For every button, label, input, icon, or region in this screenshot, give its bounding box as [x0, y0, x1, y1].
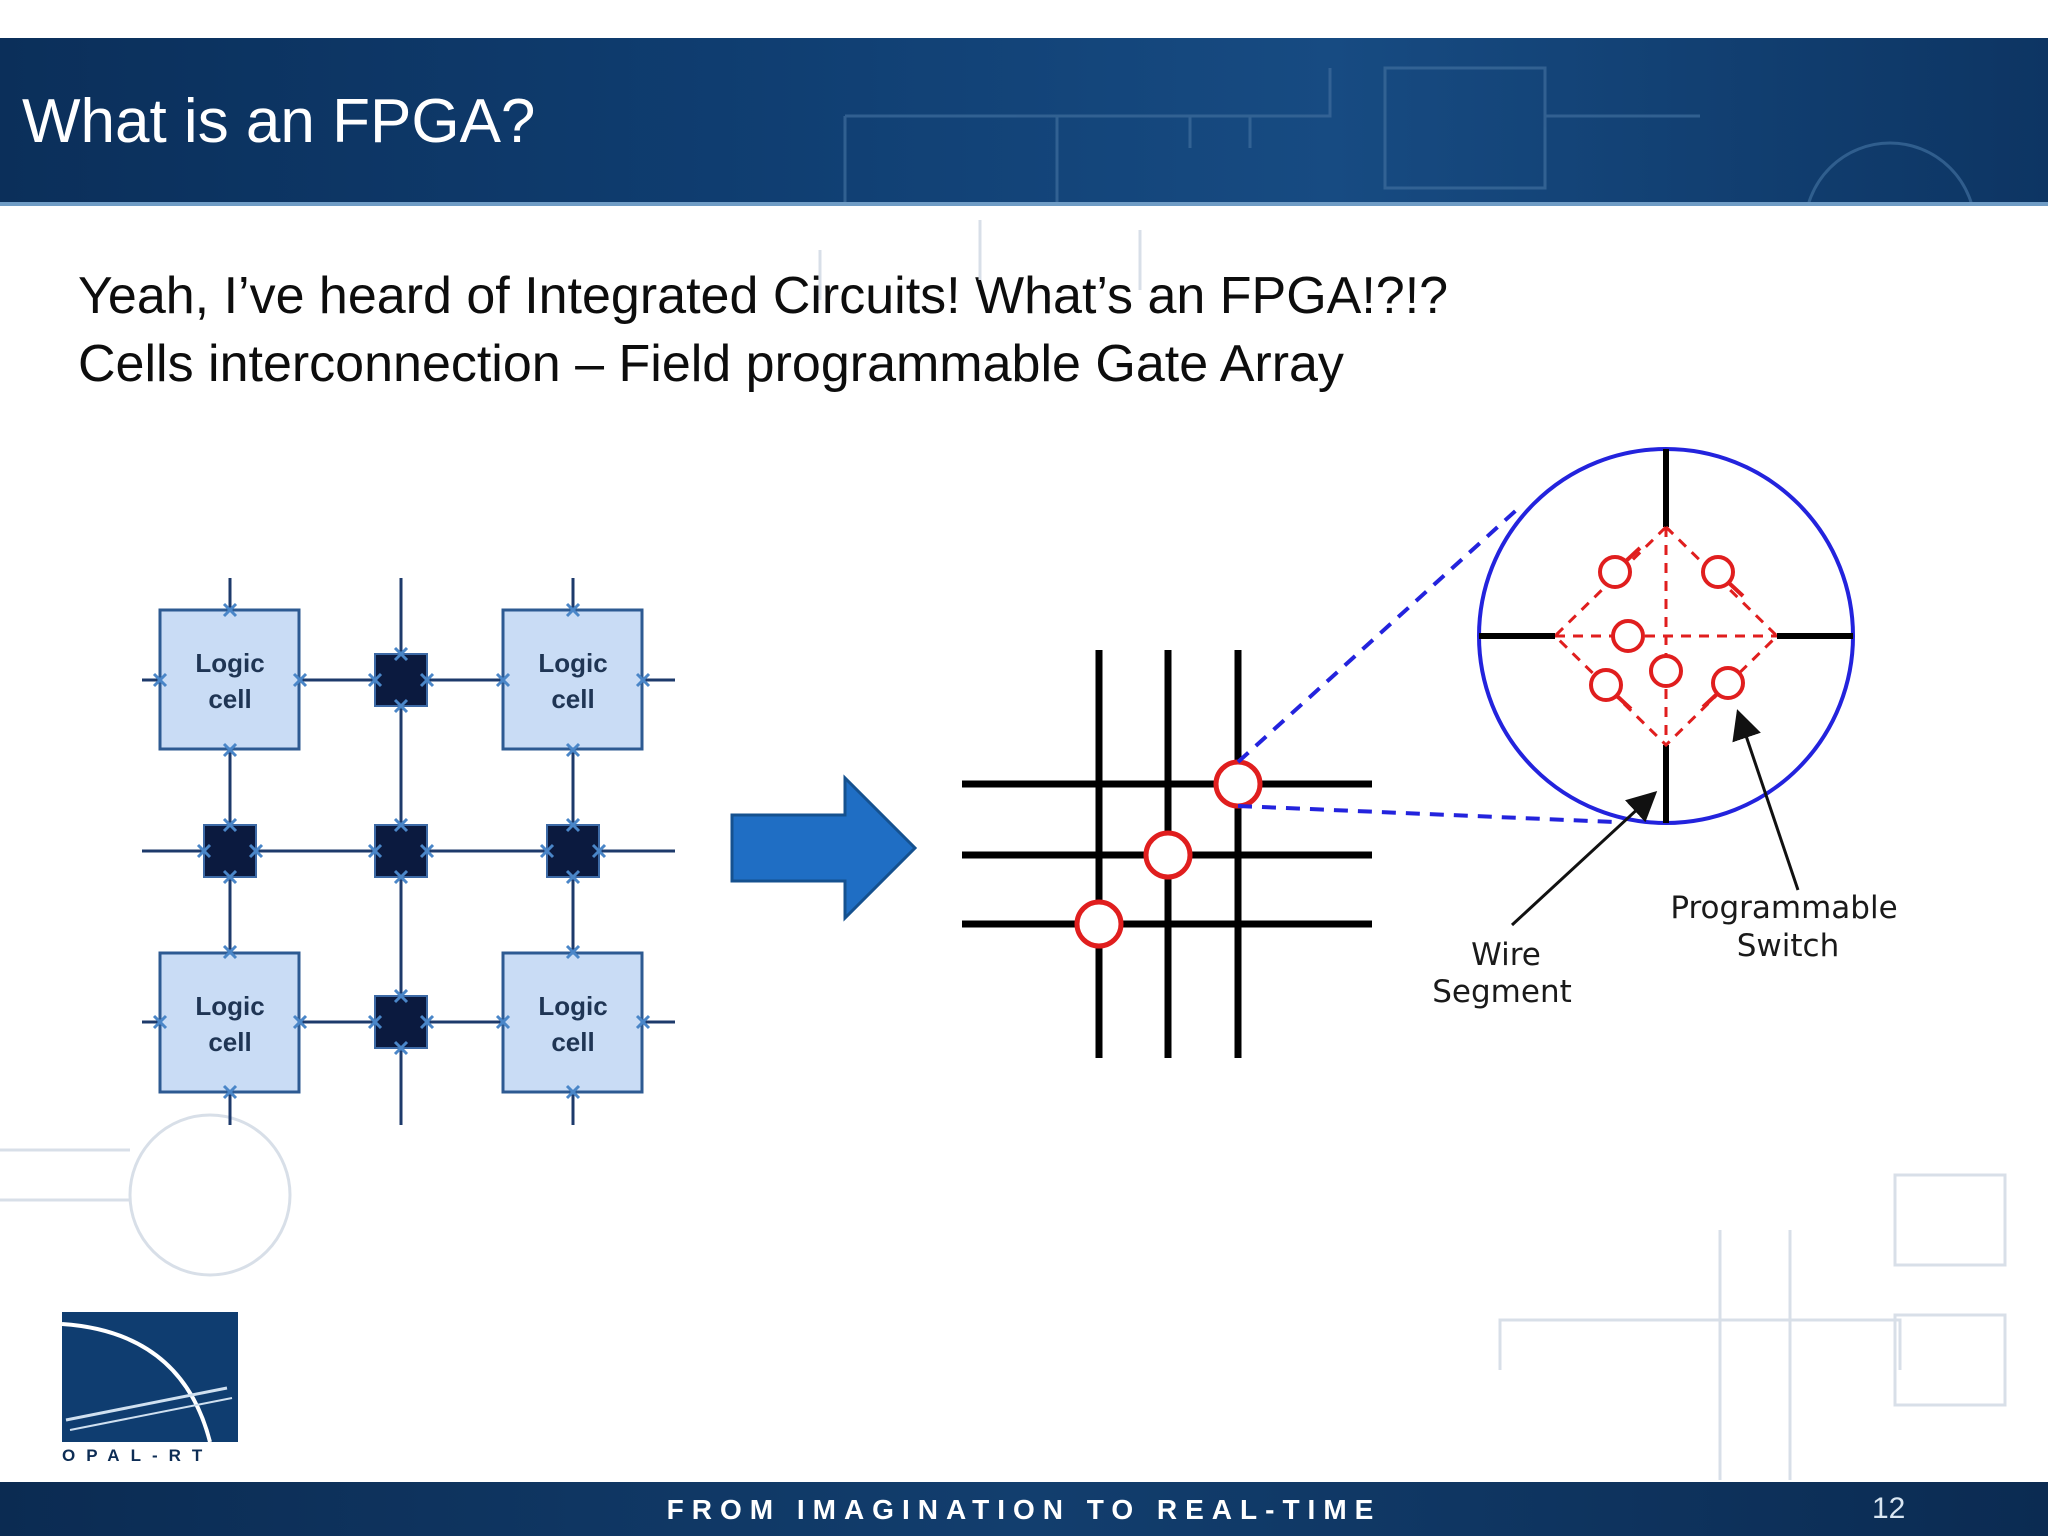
connection-x-mark — [367, 843, 383, 859]
connection-x-mark — [495, 672, 511, 688]
footer-tagline: FROM IMAGINATION TO REAL-TIME — [666, 1494, 1382, 1525]
logic-cell-bottom-right: Logic cell — [501, 951, 644, 1094]
connection-x-mark — [248, 843, 264, 859]
connection-x-mark — [565, 944, 581, 960]
connection-x-mark — [367, 672, 383, 688]
connection-x-mark — [292, 672, 308, 688]
top-strip — [0, 0, 2048, 38]
wire-segment-label: Wire — [1471, 937, 1541, 973]
connection-x-mark — [222, 817, 238, 833]
footer-bar — [0, 1482, 2048, 1536]
connection-points — [152, 602, 651, 1100]
connection-x-mark — [393, 817, 409, 833]
connection-x-mark — [539, 843, 555, 859]
connection-x-mark — [152, 672, 168, 688]
connection-x-mark — [419, 843, 435, 859]
switch-point — [1213, 759, 1263, 809]
connection-x-mark — [419, 672, 435, 688]
connection-x-mark — [152, 1014, 168, 1030]
bullet-line-2: Cells interconnection – Field programmab… — [78, 335, 1344, 393]
connection-x-mark — [222, 944, 238, 960]
connection-x-mark — [196, 843, 212, 859]
switch-block — [374, 653, 428, 707]
connection-x-mark — [292, 1014, 308, 1030]
logic-cell-label: cell — [208, 684, 251, 714]
background-watermark — [0, 220, 2007, 1480]
connection-x-mark — [222, 602, 238, 618]
header-bar: What is an FPGA? — [0, 38, 2048, 206]
switch-block — [546, 824, 600, 878]
connection-x-mark — [565, 742, 581, 758]
logo-swoosh-icon — [61, 1322, 233, 1443]
connection-x-mark — [393, 646, 409, 662]
page-number: 12 — [1872, 1492, 1906, 1525]
slide-title: What is an FPGA? — [22, 87, 536, 156]
connection-x-mark — [495, 1014, 511, 1030]
connection-x-mark — [222, 869, 238, 885]
connection-x-mark — [393, 869, 409, 885]
opal-rt-logo — [61, 1312, 238, 1443]
logic-cell-label: Logic — [195, 648, 264, 678]
programmable-switch-label: Programmable — [1670, 890, 1897, 926]
zoom-detail — [1477, 447, 1855, 825]
logic-cell-label: Logic — [538, 991, 607, 1021]
logic-cell-top-right: Logic cell — [501, 608, 644, 751]
connection-x-mark — [222, 742, 238, 758]
bullet-list: Yeah, I’ve heard of Integrated Circuits!… — [78, 262, 1448, 398]
zoom-lines — [1236, 503, 1616, 824]
connection-x-mark — [565, 817, 581, 833]
wire-segment-label: Segment — [1432, 974, 1572, 1010]
callout-arrows — [1510, 709, 1800, 927]
connection-x-mark — [367, 1014, 383, 1030]
connection-x-mark — [419, 1014, 435, 1030]
logic-cell-label: cell — [551, 1027, 594, 1057]
connection-x-mark — [222, 1084, 238, 1100]
programmable-switch-label: Switch — [1737, 928, 1840, 964]
header-circuit-watermark — [843, 66, 1973, 202]
switch-block — [203, 824, 257, 878]
logic-cell-label: cell — [551, 684, 594, 714]
connection-x-mark — [565, 1084, 581, 1100]
connection-x-mark — [591, 843, 607, 859]
logic-cell-bottom-left: Logic cell — [158, 951, 301, 1094]
bullet-line-1: Yeah, I’ve heard of Integrated Circuits!… — [78, 267, 1449, 325]
right-arrow-icon — [730, 774, 918, 922]
logic-cell-top-left: Logic cell — [158, 608, 301, 751]
switch-point — [1074, 899, 1124, 949]
connection-x-mark — [565, 602, 581, 618]
connection-x-mark — [635, 1014, 651, 1030]
logic-cell-label: cell — [208, 1027, 251, 1057]
connection-x-mark — [393, 988, 409, 1004]
switch-point — [1143, 830, 1193, 880]
switch-block — [374, 824, 428, 878]
logo-text: OPAL-RT — [62, 1446, 214, 1465]
connection-x-mark — [393, 1040, 409, 1056]
connection-x-mark — [393, 698, 409, 714]
connection-x-mark — [635, 672, 651, 688]
switch-blocks — [203, 653, 600, 1049]
logic-cell-label: Logic — [538, 648, 607, 678]
switch-block — [374, 995, 428, 1049]
logic-cell-label: Logic — [195, 991, 264, 1021]
connection-x-mark — [565, 869, 581, 885]
